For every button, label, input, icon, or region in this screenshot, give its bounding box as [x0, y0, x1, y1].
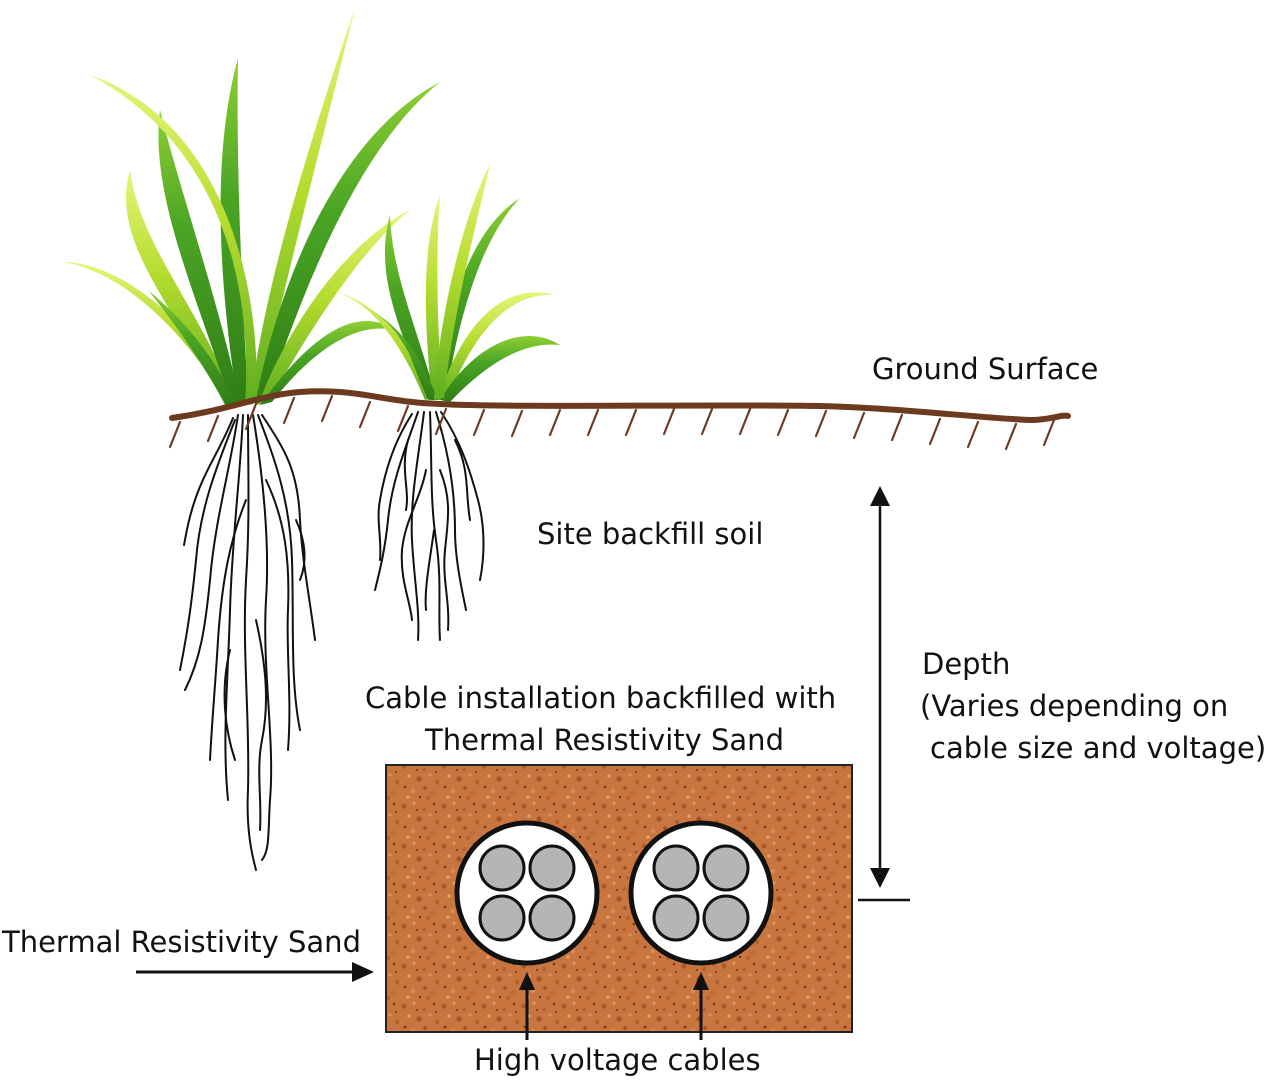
- cable-pointer-arrows: [519, 972, 709, 1040]
- sand-pointer-arrow: [136, 962, 374, 982]
- roots-left: [179, 414, 316, 871]
- depth-note-line2: cable size and voltage): [930, 731, 1267, 765]
- cable-right: [628, 820, 774, 966]
- depth-note-line1: (Varies depending on: [920, 689, 1229, 723]
- site-soil-label: Site backfill soil: [537, 517, 764, 551]
- depth-arrow: [858, 486, 910, 902]
- cable-left: [454, 820, 600, 966]
- installation-label-line1: Cable installation backfilled with: [365, 681, 837, 715]
- ground-surface-label: Ground Surface: [872, 352, 1099, 386]
- cables-label: High voltage cables: [474, 1043, 761, 1077]
- grass-plant-right: [330, 165, 560, 402]
- grass-plant-left: [62, 8, 440, 405]
- depth-label: Depth: [922, 647, 1011, 681]
- roots-right: [374, 411, 485, 641]
- sand-pointer-label: Thermal Resistivity Sand: [2, 925, 361, 959]
- installation-label-line2: Thermal Resistivity Sand: [425, 723, 784, 757]
- ground-surface-line: [168, 388, 1071, 451]
